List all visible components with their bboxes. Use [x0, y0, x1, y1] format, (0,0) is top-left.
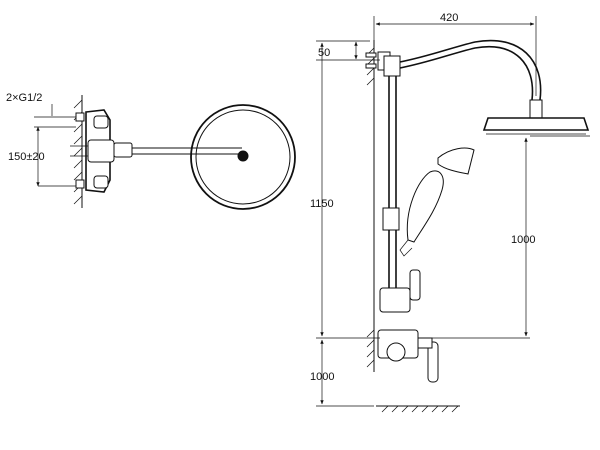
thread-dimension-label: 2×G1/2: [6, 92, 42, 104]
valve-body: [85, 109, 111, 193]
projection-dimension-label: 420: [440, 12, 458, 24]
shower-head-inner: [195, 109, 291, 205]
front-view: 420 50 1150 1000 1000: [310, 12, 590, 413]
top-elbow: [383, 55, 401, 77]
valve-center: [87, 139, 115, 163]
floor-height-dimension-label: 1000: [310, 371, 334, 383]
centers-dimension-label: 150±20: [8, 151, 45, 163]
total-height-dimension-label: 1150: [310, 198, 334, 210]
shower-head-center: [237, 150, 249, 162]
mixer-lever: [427, 341, 439, 383]
diverter-body: [379, 287, 411, 313]
gooseneck-arm: [399, 39, 542, 101]
inlet-pipe-bottom: [75, 179, 85, 189]
shower-head-outer: [190, 104, 296, 210]
diverter-handle: [409, 269, 421, 301]
hand-shower-handle: [406, 170, 444, 243]
slide-bracket: [382, 207, 400, 231]
top-view: 2×G1/2 150±20: [6, 92, 296, 210]
eccentric-bottom: [93, 175, 109, 189]
wall-hatch-right: [366, 47, 375, 368]
eccentric-top: [93, 115, 109, 129]
hand-shower-head: [437, 147, 475, 175]
shower-head-side: [482, 117, 590, 131]
inlet-pipe-top: [75, 112, 85, 122]
mixer-knob: [386, 342, 406, 362]
head-to-valve-dimension-label: 1000: [511, 234, 535, 246]
floor-hatch: [381, 405, 459, 413]
head-connector: [529, 99, 543, 119]
handle-top-view: [113, 142, 133, 158]
top-offset-dimension-label: 50: [318, 47, 330, 59]
